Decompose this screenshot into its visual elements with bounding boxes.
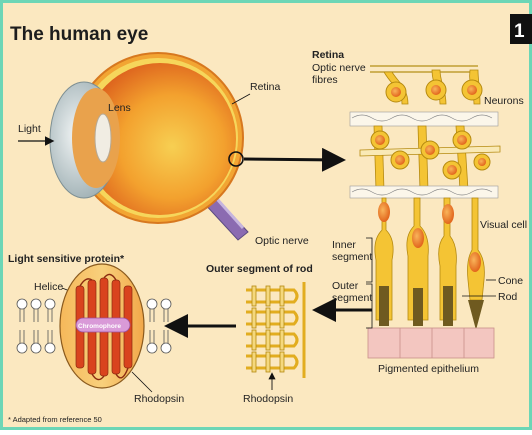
retina-label: Retina: [250, 81, 281, 93]
lens: [95, 114, 111, 162]
cone-label: Cone: [498, 275, 523, 287]
zoom-arrow-to-retina: [244, 159, 340, 160]
outer-segment-of-rod-title: Outer segment of rod: [206, 263, 313, 275]
helice-label: Helice: [34, 281, 63, 293]
lens-label: Lens: [108, 102, 131, 114]
footnote: * Adapted from reference 50: [8, 415, 102, 424]
optic-fibres-label-2: fibres: [312, 74, 338, 86]
chromophore-label: Chromophore: [78, 323, 121, 330]
figure-title: The human eye: [10, 24, 148, 45]
pigmented-epithelium-label: Pigmented epithelium: [378, 363, 479, 375]
visual-cell-label: Visual cell: [480, 219, 527, 231]
rhodopsin-protein-label: Rhodopsin: [134, 393, 184, 405]
inner-segment-label-1: Inner: [332, 239, 356, 251]
retina-header-label: Retina: [312, 49, 344, 61]
light-label: Light: [18, 123, 41, 135]
figure-number: 1: [514, 21, 525, 42]
rhodopsin-rod-label: Rhodopsin: [243, 393, 293, 405]
neurons-label: Neurons: [484, 95, 524, 107]
outer-segment-label-2: segment: [332, 292, 372, 304]
rod-label: Rod: [498, 291, 517, 303]
optic-fibres-label-1: Optic nerve: [312, 62, 366, 74]
optic-nerve-label: Optic nerve: [255, 235, 309, 247]
outer-segment-label-1: Outer: [332, 280, 359, 292]
protein-title: Light sensitive protein*: [8, 253, 125, 265]
inner-segment-label-2: segment: [332, 251, 372, 263]
